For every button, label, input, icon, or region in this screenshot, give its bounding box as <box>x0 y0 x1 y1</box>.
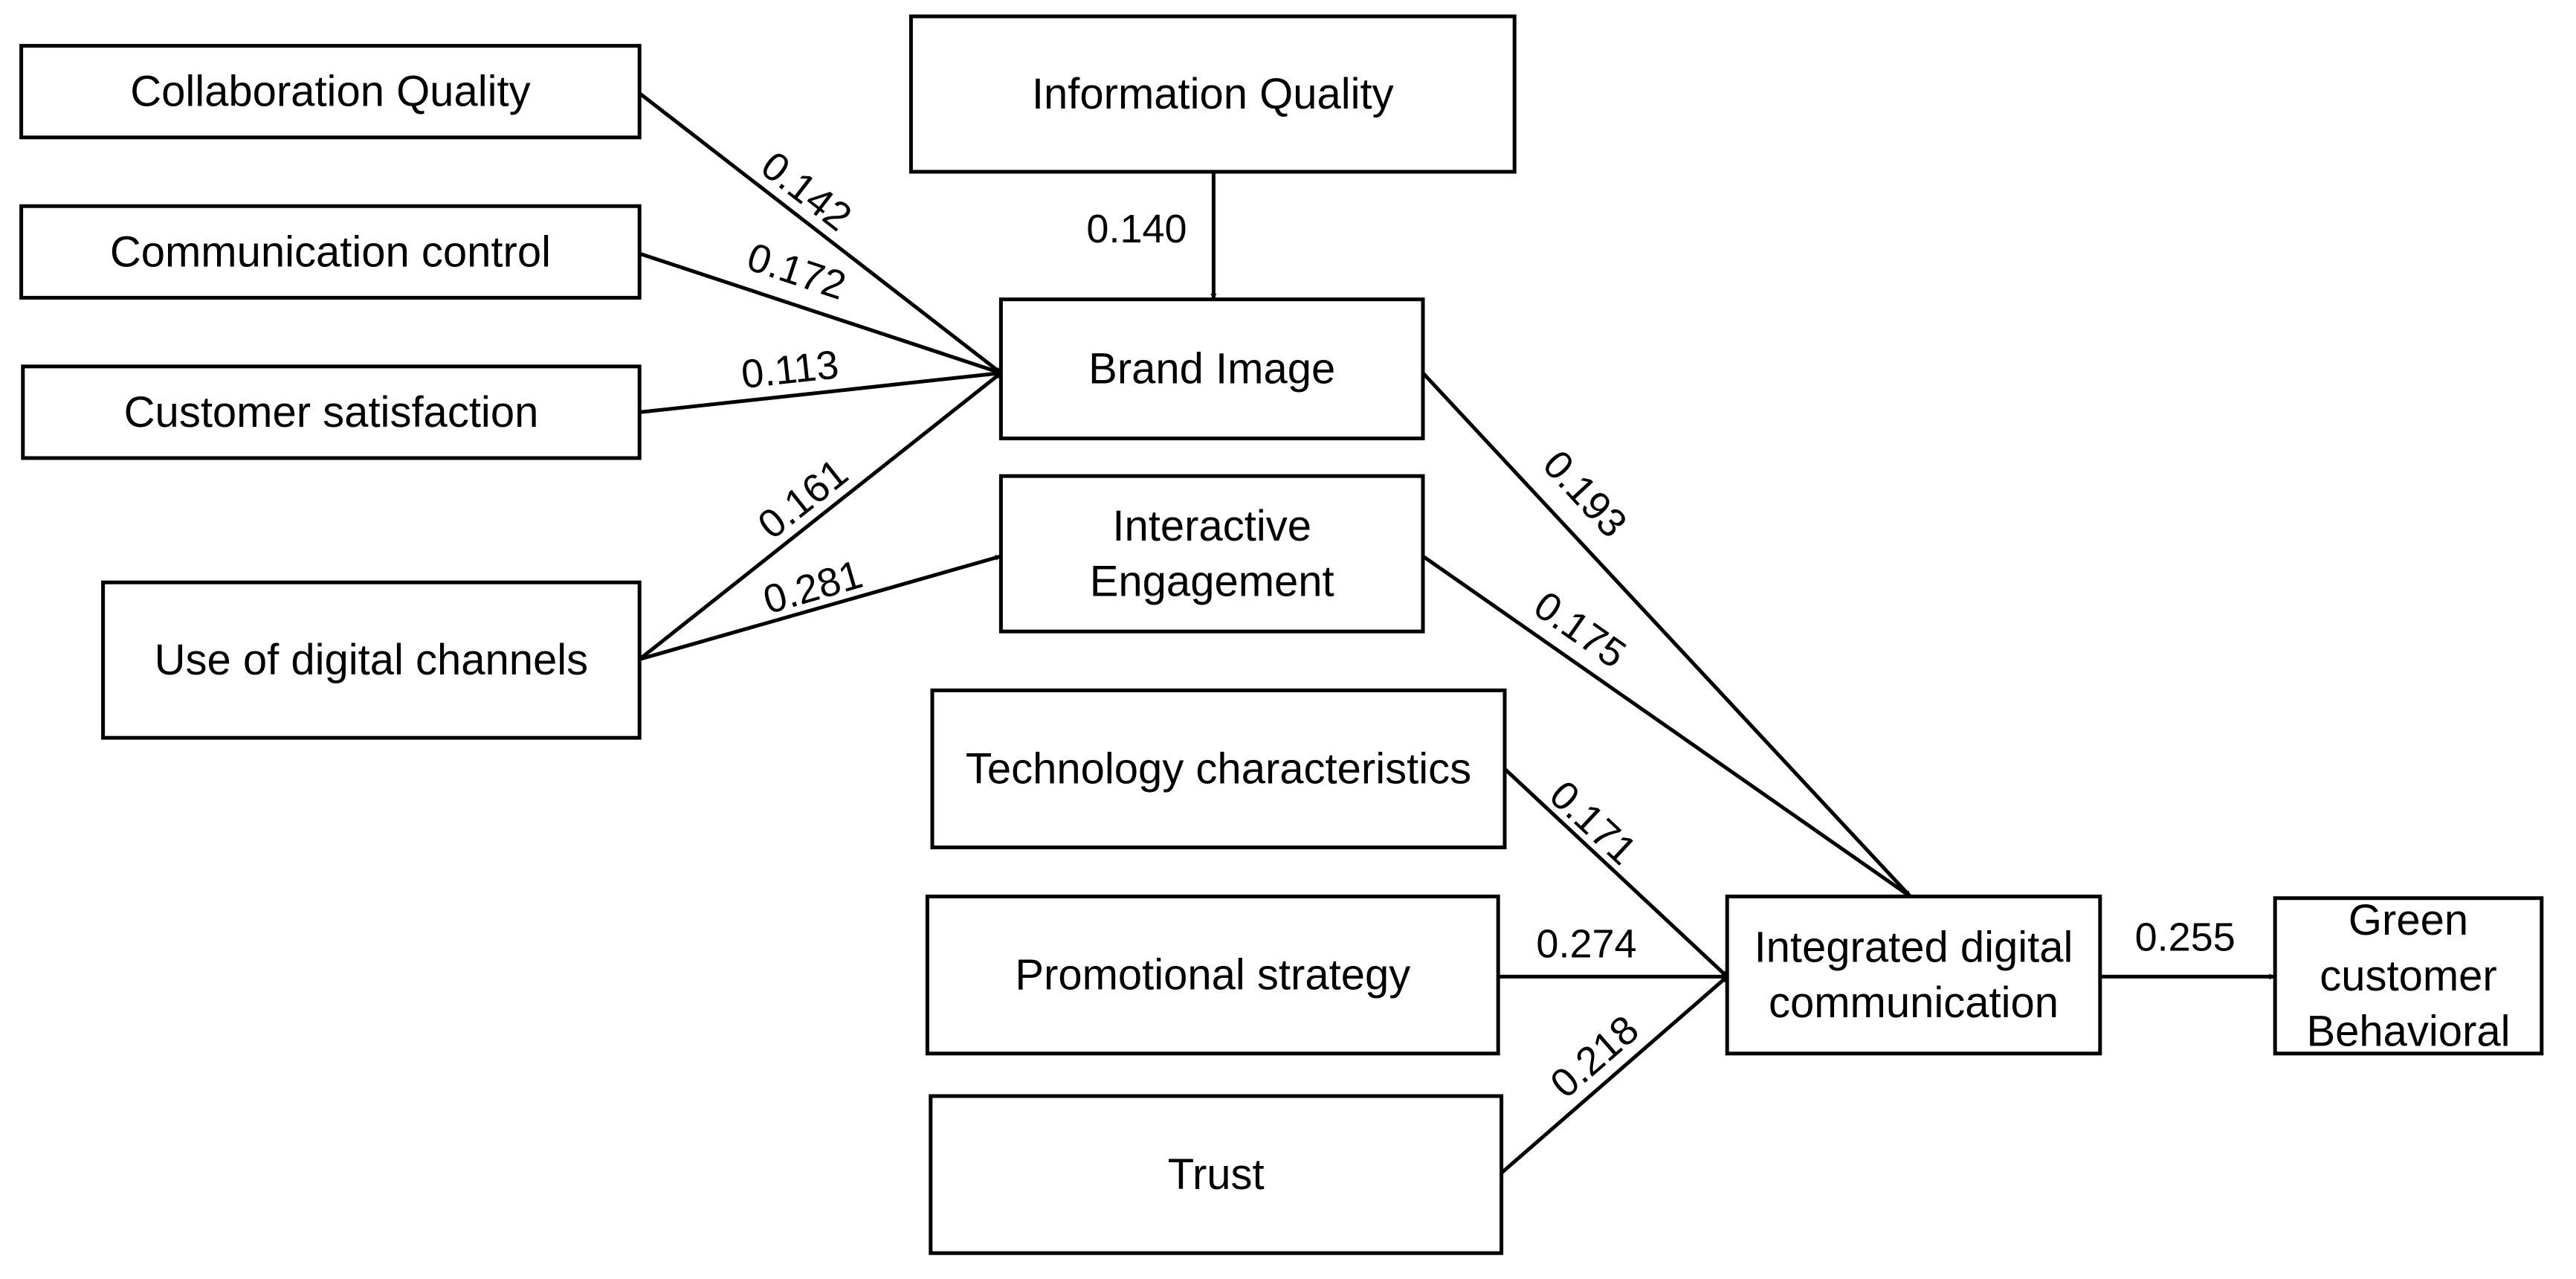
node-collaboration-quality: Collaboration Quality <box>19 44 642 140</box>
edge-arrow <box>639 554 1002 662</box>
path-coefficient-label: 0.113 <box>739 342 841 397</box>
path-coefficient-label: 0.171 <box>1541 773 1645 874</box>
node-label: communication <box>1769 979 2059 1027</box>
node-label: customer <box>2320 952 2497 1000</box>
node-label: Promotional strategy <box>1015 951 1410 999</box>
node-label: Use of digital channels <box>155 636 589 684</box>
node-label: Communication control <box>110 228 551 276</box>
node-promotional-strategy: Promotional strategy <box>925 895 1500 1056</box>
path-coefficient-label: 0.281 <box>758 552 868 622</box>
node-box <box>925 895 1500 1056</box>
edge-integrated-digital-communication-to-green-customer-behavioral: 0.255 <box>2099 915 2276 980</box>
node-label: Brand Image <box>1088 345 1335 393</box>
node-label: Integrated digital <box>1755 923 2073 971</box>
edge-trust-to-integrated-digital-communication: 0.218 <box>1500 975 1728 1175</box>
edge-arrow <box>1500 975 1728 1175</box>
node-box <box>929 1094 1504 1255</box>
node-box <box>19 204 642 300</box>
node-label: Green <box>2349 896 2468 944</box>
node-customer-satisfaction: Customer satisfaction <box>21 364 642 460</box>
path-coefficient-label: 0.255 <box>2135 915 2236 960</box>
node-box <box>101 580 642 740</box>
node-box <box>998 474 1425 634</box>
node-information-quality: Information Quality <box>908 14 1517 174</box>
edge-use-of-digital-channels-to-interactive-engagement: 0.281 <box>639 552 1002 662</box>
node-label: Technology characteristics <box>966 745 1471 793</box>
node-box <box>19 44 642 140</box>
node-label: Collaboration Quality <box>130 68 530 116</box>
edge-promotional-strategy-to-integrated-digital-communication: 0.274 <box>1498 921 1728 980</box>
node-label: Information Quality <box>1032 70 1394 118</box>
node-box <box>908 14 1517 174</box>
node-trust: Trust <box>929 1094 1504 1255</box>
node-label: Trust <box>1168 1150 1265 1199</box>
edge-arrow <box>1421 371 1912 898</box>
node-label: Customer satisfaction <box>124 388 539 436</box>
edge-arrow <box>639 370 1001 414</box>
edge-information-quality-to-brand-image: 0.140 <box>1086 172 1217 300</box>
path-coefficient-label: 0.175 <box>1526 583 1634 677</box>
edge-arrow <box>1503 767 1728 979</box>
node-box <box>21 364 642 460</box>
edge-arrow <box>638 91 1002 375</box>
path-coefficient-label: 0.274 <box>1536 921 1636 966</box>
node-box <box>1725 895 2102 1056</box>
edge-customer-satisfaction-to-brand-image: 0.113 <box>639 342 1001 414</box>
edge-arrow <box>638 371 1002 661</box>
edge-use-of-digital-channels-to-brand-image: 0.161 <box>638 371 1002 661</box>
node-label: Engagement <box>1090 558 1334 606</box>
node-communication-control: Communication control <box>19 204 642 300</box>
path-coefficient-label: 0.140 <box>1086 207 1187 251</box>
node-label: Interactive <box>1112 502 1311 550</box>
edge-arrow <box>639 251 1002 375</box>
node-brand-image: Brand Image <box>998 297 1425 441</box>
node-box <box>930 688 1507 850</box>
path-coefficient-label: 0.193 <box>1534 442 1636 546</box>
edge-arrow <box>1421 554 1912 898</box>
node-technology-characteristics: Technology characteristics <box>930 688 1507 850</box>
node-integrated-digital-communication: Integrated digital communication <box>1725 895 2102 1056</box>
node-box <box>998 297 1425 441</box>
node-box <box>2273 896 2544 1056</box>
node-label: Behavioral <box>2306 1008 2510 1056</box>
node-use-of-digital-channels: Use of digital channels <box>101 580 642 740</box>
